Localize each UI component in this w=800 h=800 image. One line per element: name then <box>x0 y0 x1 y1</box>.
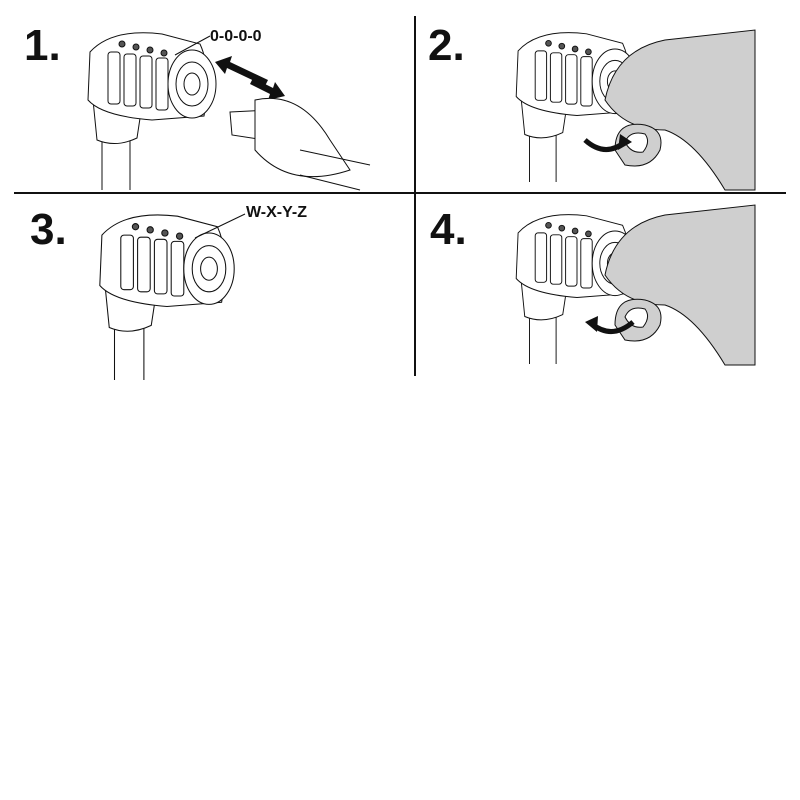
step-1-cable-plug <box>229 97 371 191</box>
step-1-code-label: 0-0-0-0 <box>210 28 262 45</box>
step-4-hand-icon <box>604 204 756 366</box>
step-1-lock-illustration <box>87 32 217 191</box>
step-3-code-label: W-X-Y-Z <box>246 204 307 221</box>
step-1-number: 1. <box>24 21 61 70</box>
vertical-divider <box>414 16 416 376</box>
step-2-number: 2. <box>428 21 465 70</box>
step-4-number: 4. <box>430 205 467 254</box>
step-1-pointer-line <box>174 35 211 56</box>
horizontal-divider <box>14 192 786 194</box>
step-3-number: 3. <box>30 205 67 254</box>
step-3-pointer-line <box>194 213 246 239</box>
step-1-double-arrow <box>215 56 285 100</box>
step-3-lock-illustration <box>99 214 235 381</box>
